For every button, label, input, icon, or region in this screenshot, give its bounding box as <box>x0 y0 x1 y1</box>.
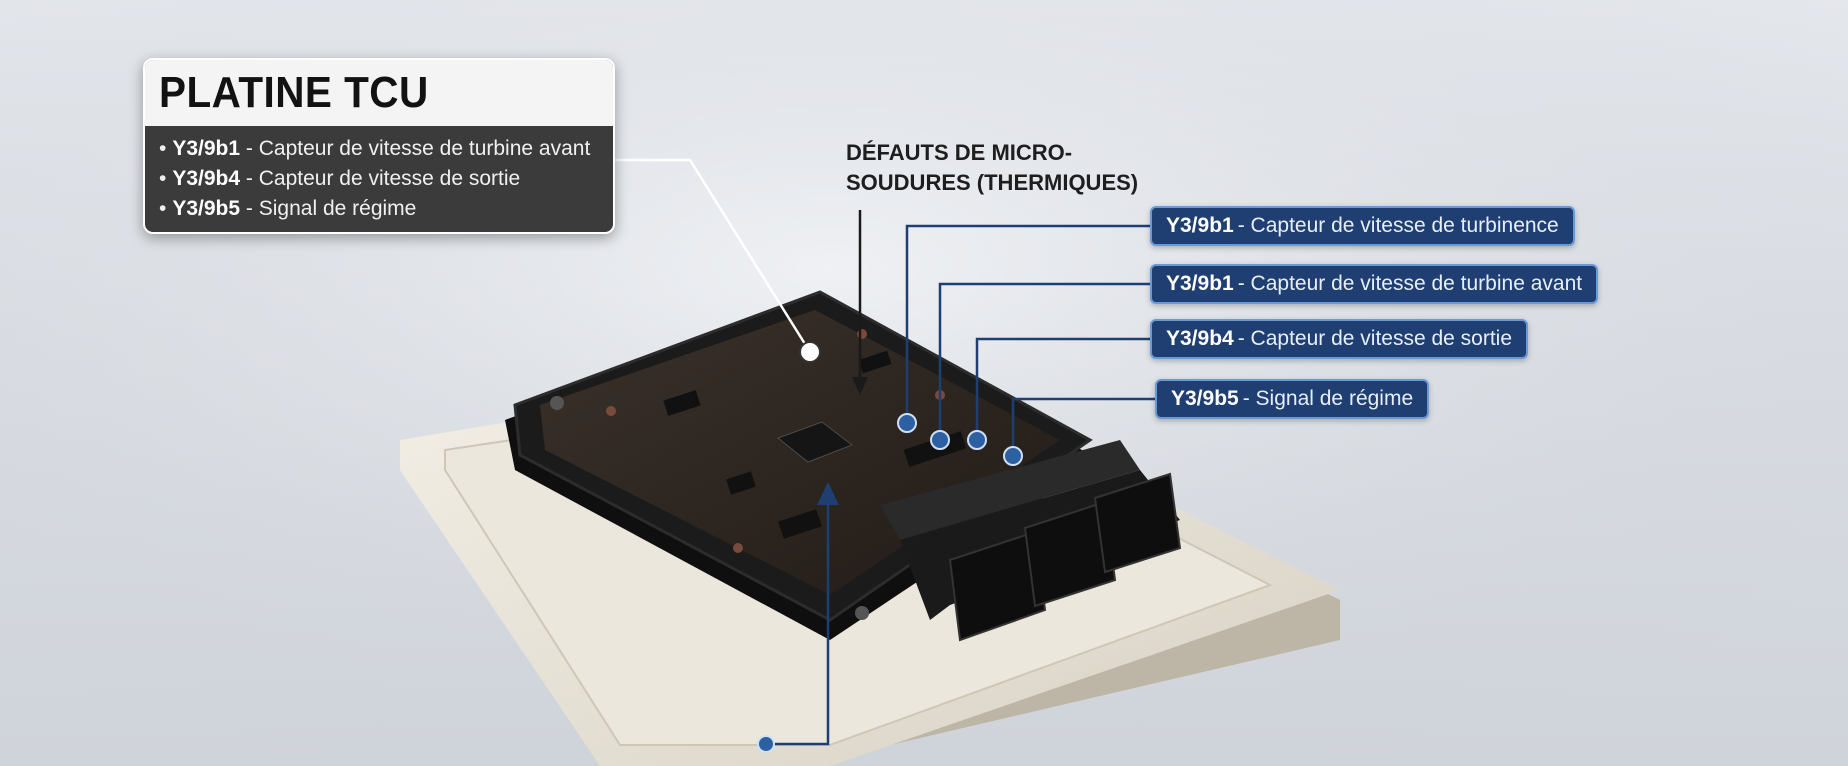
component-label: Y3/9b5 - Signal de régime <box>1155 379 1430 419</box>
label-code: Y3/9b1 <box>1166 214 1234 237</box>
card-title: PLATINE TCU <box>159 68 429 117</box>
platine-tcu-card: PLATINE TCU •Y3/9b1 - Capteur de vitesse… <box>143 58 615 234</box>
item-text: - Capteur de vitesse de turbine avant <box>245 137 591 160</box>
defects-label-line-1: DÉFAUTS DE MICRO- <box>846 140 1073 165</box>
callout-line-3 <box>975 337 1150 440</box>
title-callout-dot <box>799 341 821 363</box>
callout-dot-4 <box>1003 446 1023 466</box>
item-code: Y3/9b1 <box>172 137 241 160</box>
callout-dots <box>757 341 1023 753</box>
item-text: - Capteur de vitesse de sortie <box>245 167 521 190</box>
component-label: Y3/9b1 - Capteur de vitesse de turbinenc… <box>1150 206 1575 246</box>
label-code: Y3/9b1 <box>1166 272 1234 295</box>
card-item: •Y3/9b1 - Capteur de vitesse de turbine … <box>159 134 613 164</box>
card-item: •Y3/9b4 - Capteur de vitesse de sortie <box>159 164 613 194</box>
card-item: •Y3/9b5 - Signal de régime <box>159 194 613 224</box>
bullet: • <box>159 137 167 160</box>
card-header: PLATINE TCU <box>145 60 613 126</box>
callout-lines <box>613 158 1155 746</box>
callout-dot-3 <box>967 430 987 450</box>
title-callout-line <box>613 158 812 353</box>
callout-line-1 <box>905 224 1150 423</box>
card-item-list: •Y3/9b1 - Capteur de vitesse de turbine … <box>145 126 613 224</box>
label-text: - Capteur de vitesse de sortie <box>1237 327 1513 350</box>
chip-callout-dot <box>757 735 775 753</box>
callout-dot-1 <box>897 413 917 433</box>
component-label: Y3/9b1 - Capteur de vitesse de turbine a… <box>1150 264 1599 304</box>
chip-callout-line <box>766 490 830 746</box>
label-text: - Signal de régime <box>1242 387 1414 410</box>
callout-dot-2 <box>930 430 950 450</box>
connector-block <box>880 440 1182 642</box>
callout-line-4 <box>1011 397 1155 456</box>
item-code: Y3/9b5 <box>172 197 241 220</box>
defects-label: DÉFAUTS DE MICRO- SOUDURES (THERMIQUES) <box>846 138 1146 198</box>
defects-arrowhead <box>852 377 868 395</box>
defects-label-line-2: SOUDURES (THERMIQUES) <box>846 170 1139 195</box>
bullet: • <box>159 197 167 220</box>
bullet: • <box>159 167 167 190</box>
label-code: Y3/9b5 <box>1171 387 1239 410</box>
chip-arrowhead <box>817 482 839 505</box>
label-code: Y3/9b4 <box>1166 327 1234 350</box>
label-text: - Capteur de vitesse de turbinence <box>1237 214 1559 237</box>
item-code: Y3/9b4 <box>172 167 241 190</box>
callout-line-2 <box>938 282 1150 440</box>
component-label: Y3/9b4 - Capteur de vitesse de sortie <box>1150 319 1529 359</box>
label-text: - Capteur de vitesse de turbine avant <box>1237 272 1583 295</box>
item-text: - Signal de régime <box>245 197 417 220</box>
